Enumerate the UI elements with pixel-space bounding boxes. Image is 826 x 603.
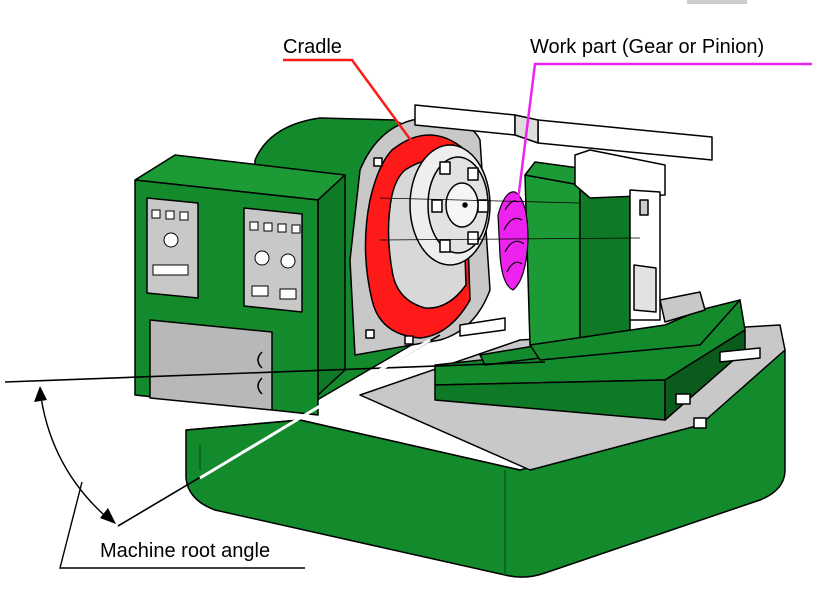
work-part — [497, 191, 529, 291]
axis-centerlines — [379, 197, 641, 241]
control-buttons — [151, 209, 301, 300]
top-rails — [414, 104, 713, 161]
angle-arrowhead-bottom — [100, 508, 116, 524]
cradle-label: Cradle — [283, 36, 342, 58]
control-cabinet — [134, 154, 346, 416]
machine-base — [185, 349, 786, 578]
angle-arrowhead-top — [34, 386, 47, 402]
machine-root-angle-leader-line — [59, 481, 305, 569]
corner-mark — [687, 0, 747, 4]
cradle — [349, 117, 491, 356]
angle-line-highlight — [199, 338, 431, 480]
work-head — [524, 149, 741, 361]
machine-root-angle-label: Machine root angle — [100, 540, 271, 562]
work-part-leader-line — [516, 62, 812, 201]
angle-arc — [39, 389, 113, 523]
work-part-label: Work part (Gear or Pinion) — [530, 36, 765, 58]
cradle-leader-line — [283, 58, 420, 151]
